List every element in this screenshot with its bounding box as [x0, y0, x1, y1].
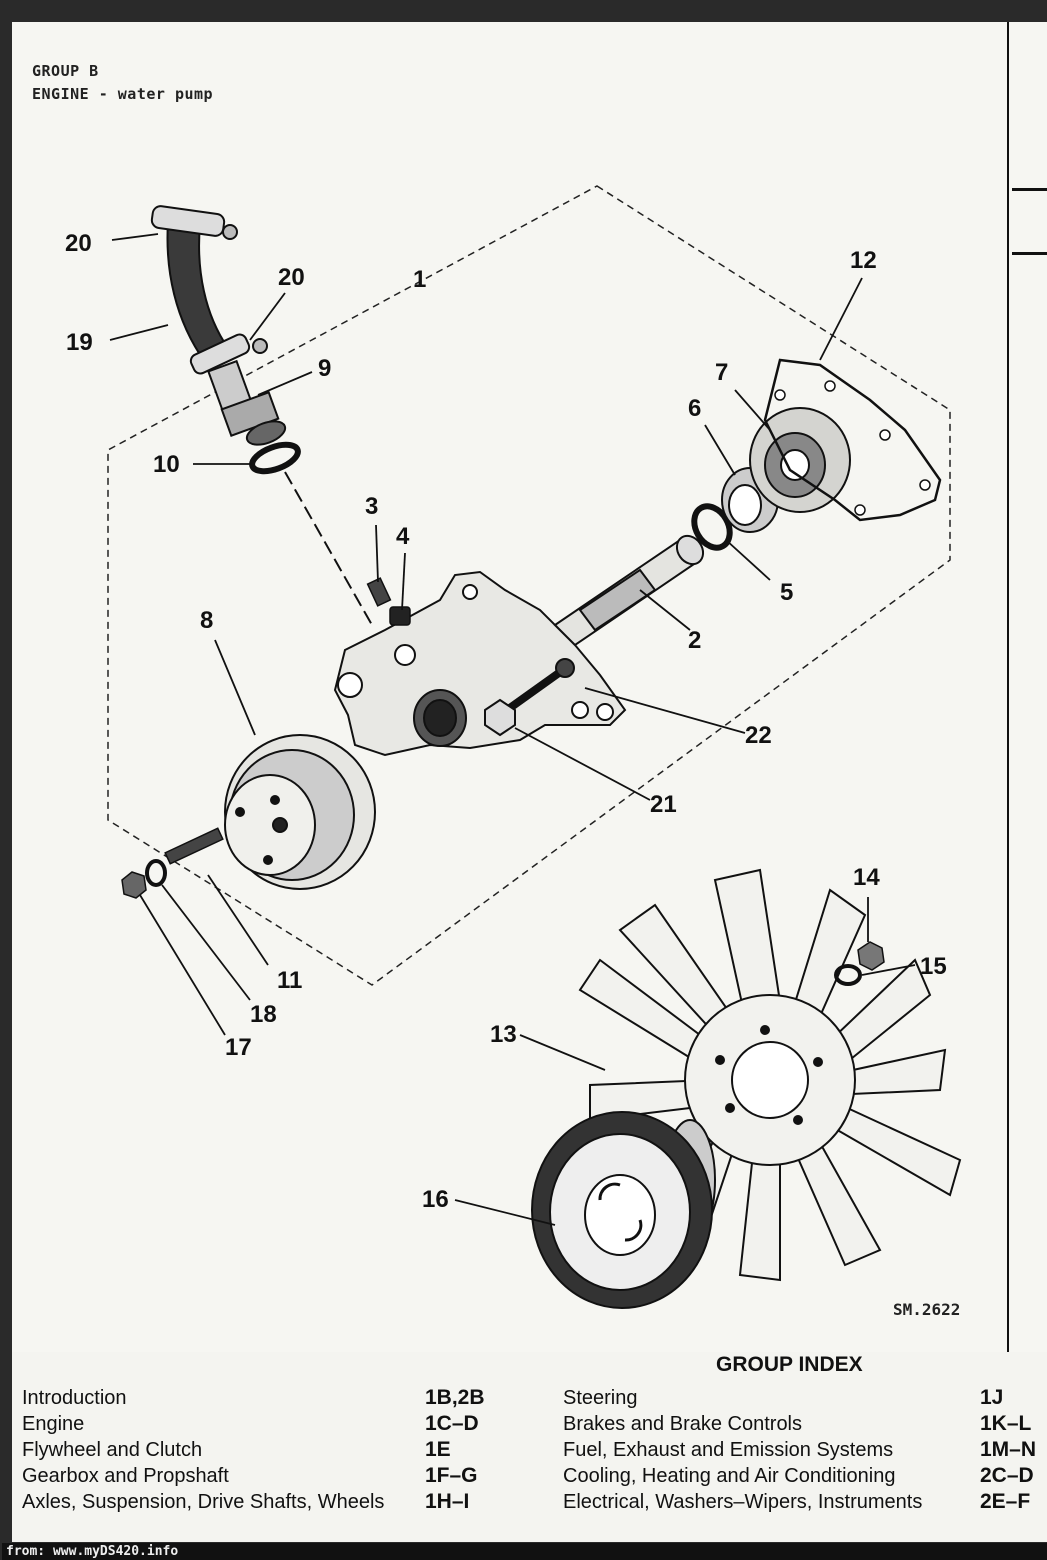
callout-9: 9	[318, 355, 331, 382]
group-index-panel	[12, 1352, 1047, 1542]
leader-lines	[109, 233, 916, 1226]
cooling-fan	[578, 868, 962, 1282]
drawing-reference: SM.2622	[893, 1300, 961, 1319]
strip-rule	[1012, 252, 1047, 255]
adjacent-page-strip	[1007, 22, 1047, 1352]
group-index-title: GROUP INDEX	[716, 1353, 863, 1376]
index-item-code: 1E	[425, 1438, 451, 1461]
index-item-label[interactable]: Steering	[563, 1387, 638, 1409]
hose	[150, 205, 268, 375]
group-index-left-codes: 1B,2B 1C–D 1E 1F–G 1H–I	[425, 1385, 485, 1515]
index-item-code: 1J	[980, 1386, 1004, 1409]
callout-15: 15	[920, 953, 947, 980]
index-item-code: 2E–F	[980, 1490, 1031, 1513]
index-item-code: 1F–G	[425, 1464, 478, 1487]
index-item-label[interactable]: Flywheel and Clutch	[22, 1439, 203, 1461]
pump-gasket	[763, 358, 942, 522]
callout-5: 5	[780, 579, 793, 606]
group-index-right-codes: 1J 1K–L 1M–N 2C–D 2E–F	[980, 1385, 1036, 1515]
callout-2: 2	[688, 627, 701, 654]
index-item-label[interactable]: Cooling, Heating and Air Conditioning	[563, 1465, 896, 1487]
callout-11: 11	[277, 967, 302, 994]
exploded-view-diagram: 20 20 19 1 9 10 12 7 6 3 4 5 8 2 22 21 1…	[65, 185, 962, 1309]
gasket-holes	[774, 380, 931, 516]
callout-6: 6	[688, 395, 701, 422]
section-title: ENGINE - water pump	[32, 85, 214, 103]
callout-3: 3	[365, 493, 378, 520]
callout-12: 12	[850, 247, 877, 274]
page-header: GROUP B ENGINE - water pump	[32, 60, 213, 106]
index-item-label[interactable]: Electrical, Washers–Wipers, Instruments	[563, 1491, 923, 1513]
callout-17: 17	[225, 1034, 252, 1061]
callout-18: 18	[250, 1001, 277, 1028]
pump-pulley	[224, 734, 376, 890]
index-item-code: 1H–I	[425, 1490, 470, 1513]
callout-8: 8	[200, 607, 213, 634]
callout-13: 13	[490, 1021, 517, 1048]
outlet-pipe	[207, 359, 287, 446]
group-label: GROUP B	[32, 62, 99, 80]
callout-14: 14	[853, 864, 880, 891]
assembly-boundary	[107, 185, 951, 986]
callout-20: 20	[278, 264, 305, 291]
callout-7: 7	[715, 359, 728, 386]
viscous-coupling	[531, 1111, 716, 1309]
group-index-right-labels: Steering Brakes and Brake Controls Fuel,…	[563, 1385, 922, 1515]
group-index-left-labels: Introduction Engine Flywheel and Clutch …	[22, 1385, 384, 1515]
index-item-code: 2C–D	[980, 1464, 1034, 1487]
callout-4: 4	[396, 523, 410, 550]
pulley-nut	[121, 871, 147, 899]
index-item-code: 1B,2B	[425, 1386, 485, 1409]
pulley-washer	[145, 859, 167, 887]
fan-nut	[857, 941, 885, 971]
index-item-code: 1M–N	[980, 1438, 1037, 1461]
index-item-label[interactable]: Engine	[22, 1413, 85, 1435]
locknut	[389, 606, 411, 626]
callout-1: 1	[413, 266, 426, 293]
callout-10: 10	[153, 451, 180, 478]
callout-19: 19	[66, 329, 93, 356]
index-item-label[interactable]: Brakes and Brake Controls	[563, 1413, 803, 1435]
index-item-code: 1C–D	[425, 1412, 479, 1435]
grub-screw	[366, 577, 392, 607]
sealing-washer	[249, 441, 301, 475]
index-item-label[interactable]: Axles, Suspension, Drive Shafts, Wheels	[22, 1491, 385, 1513]
pump-spindle	[553, 534, 705, 647]
callout-22: 22	[745, 722, 772, 749]
pulley-stud	[164, 827, 224, 865]
spindle-seal	[691, 503, 733, 551]
fan-washer	[834, 964, 862, 986]
callout-21: 21	[650, 791, 677, 818]
callout-16: 16	[422, 1186, 449, 1213]
housing-bolt	[484, 658, 575, 737]
index-item-code: 1K–L	[980, 1412, 1032, 1435]
index-item-label[interactable]: Introduction	[22, 1387, 127, 1409]
index-item-label[interactable]: Fuel, Exhaust and Emission Systems	[563, 1439, 894, 1461]
callout-20: 20	[65, 230, 92, 257]
source-footer: from: www.myDS420.info	[2, 1543, 1047, 1560]
index-item-label[interactable]: Gearbox and Propshaft	[22, 1465, 229, 1487]
strip-rule	[1012, 188, 1047, 191]
